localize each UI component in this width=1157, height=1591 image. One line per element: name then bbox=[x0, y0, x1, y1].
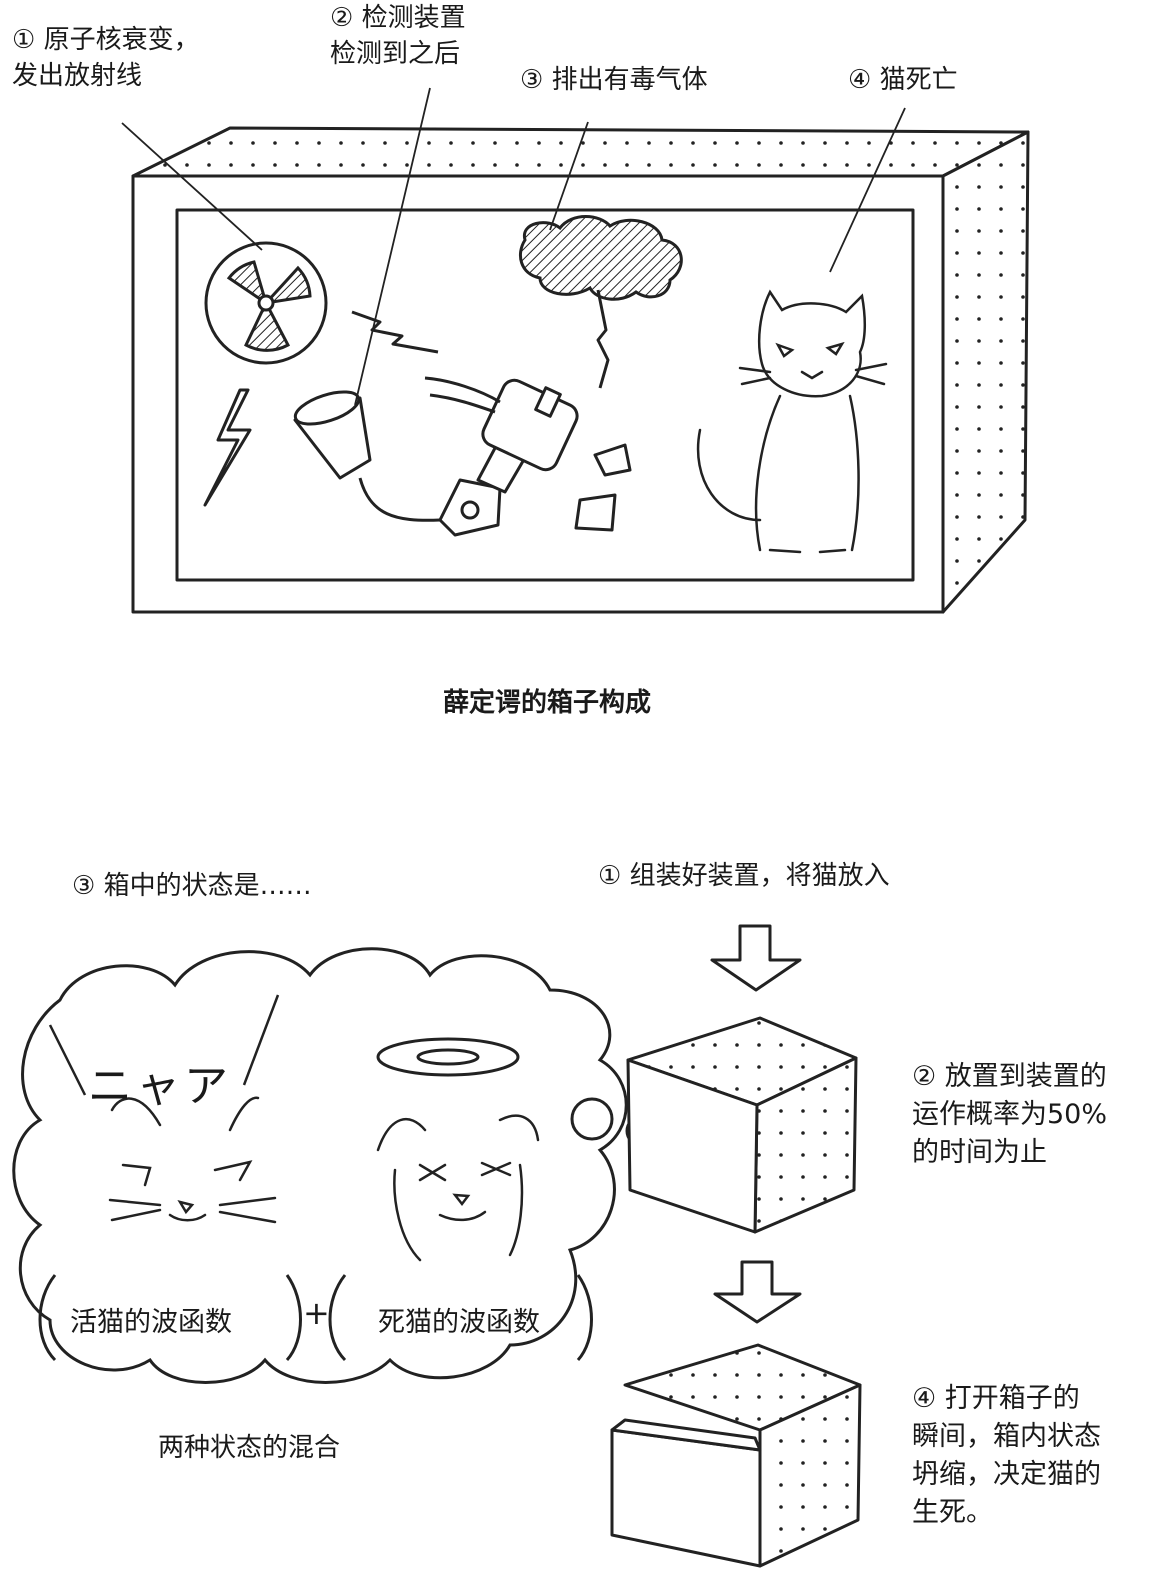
label-line: 发出放射线 bbox=[12, 61, 143, 91]
cat-illustration bbox=[696, 289, 888, 554]
label-line: 猫死亡 bbox=[879, 65, 958, 95]
label-line: 原子核衰变， bbox=[43, 25, 200, 55]
label-line: 检测到之后 bbox=[330, 39, 461, 69]
step-4-line: 坍缩，决定猫的 bbox=[912, 1459, 1101, 1490]
detector-device bbox=[293, 376, 632, 537]
label-number: ① bbox=[12, 25, 36, 55]
dead-cat-face bbox=[376, 1114, 540, 1262]
mixture-caption: 两种状态的混合 bbox=[158, 1433, 341, 1463]
step-4-line: 瞬间，箱内状态 bbox=[912, 1421, 1101, 1452]
step-4: ④ 打开箱子的 瞬间，箱内状态 坍缩，决定猫的 生死。 bbox=[912, 1380, 1142, 1532]
alive-cat-face bbox=[108, 1096, 277, 1224]
leader-lines bbox=[121, 87, 906, 406]
step-2-line: ② 放置到装置的 bbox=[912, 1061, 1107, 1092]
open-box bbox=[610, 1343, 862, 1568]
meow-text: ニャア bbox=[88, 1061, 232, 1112]
label-line: 排出有毒气体 bbox=[551, 65, 708, 95]
label-number: ③ bbox=[520, 65, 544, 95]
radiation-icon bbox=[204, 241, 328, 365]
thought-bubble bbox=[12, 947, 689, 1384]
wavefunction-brackets bbox=[38, 1274, 593, 1362]
dead-wavefunction-label: 死猫的波函数 bbox=[378, 1307, 540, 1338]
label-line: 检测装置 bbox=[361, 3, 466, 33]
label-detector: ② 检测装置 检测到之后 bbox=[330, 0, 466, 72]
label-number: ④ bbox=[848, 65, 872, 95]
figure-caption-top: 薛定谔的箱子构成 bbox=[443, 688, 652, 718]
alive-wavefunction-label: 活猫的波函数 bbox=[70, 1307, 232, 1338]
step-4-line: 生死。 bbox=[912, 1497, 993, 1528]
flow-arrows bbox=[710, 924, 802, 1324]
label-number: ② bbox=[330, 3, 354, 33]
step-2-line: 的时间为止 bbox=[912, 1137, 1047, 1168]
poison-gas-cloud bbox=[519, 215, 683, 301]
step-2: ② 放置到装置的 运作概率为50% 的时间为止 bbox=[912, 1058, 1142, 1172]
meow-marks bbox=[48, 994, 280, 1096]
plus-sign: + bbox=[303, 1294, 330, 1332]
experiment-box bbox=[131, 126, 1030, 614]
step-4-line: ④ 打开箱子的 bbox=[912, 1383, 1080, 1414]
state-title: ③ 箱中的状态是…… bbox=[72, 871, 312, 901]
label-atom-decay: ① 原子核衰变， 发出放射线 bbox=[12, 22, 200, 94]
closed-box bbox=[626, 1016, 858, 1234]
label-poison-gas: ③ 排出有毒气体 bbox=[520, 62, 708, 98]
step-1: ① 组装好装置，将猫放入 bbox=[598, 861, 890, 891]
step-2-line: 运作概率为50% bbox=[912, 1099, 1108, 1130]
halo-icon bbox=[376, 1037, 520, 1077]
label-cat-dies: ④ 猫死亡 bbox=[848, 62, 958, 98]
